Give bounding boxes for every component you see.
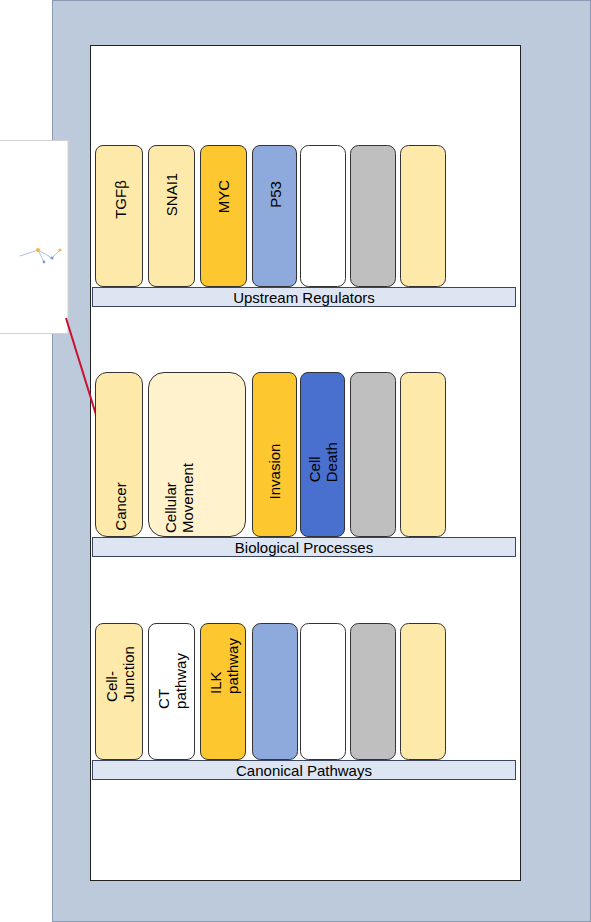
shelf-label: Canonical Pathways	[92, 760, 516, 780]
book-box: Cell Death	[300, 372, 345, 537]
shelf-label-text: Biological Processes	[235, 539, 373, 556]
book-label: Cancer	[112, 482, 129, 530]
book-box: CT pathway	[148, 623, 195, 760]
book-box: Invasion	[252, 372, 297, 537]
shelf-label-text: Canonical Pathways	[236, 762, 372, 779]
book-box: P53	[252, 145, 297, 287]
network-card	[0, 141, 68, 334]
book-box: TGFβ	[95, 145, 143, 287]
book-label: CT pathway	[155, 653, 189, 709]
shelf-label: Biological Processes	[92, 537, 516, 557]
book-label: MYC	[216, 179, 233, 212]
bookcase-frame	[91, 46, 521, 881]
book-box: Cell-Junction	[95, 623, 143, 760]
shelf-label-text: Upstream Regulators	[233, 289, 375, 306]
book-label: ILK pathway	[207, 638, 241, 694]
book-label: SNAI1	[163, 172, 180, 215]
book-label: TGFβ	[112, 180, 129, 219]
book-box: ILK pathway	[200, 623, 246, 760]
book-box: Cellular Movement	[148, 372, 246, 537]
book-box: SNAI1	[148, 145, 195, 287]
book-box: Cancer	[95, 372, 143, 537]
book-label: Invasion	[267, 443, 284, 499]
book-label: P53	[266, 181, 283, 208]
shelf-label: Upstream Regulators	[92, 287, 516, 307]
book-label: Cell Death	[306, 440, 340, 483]
book-label: Cellular Movement	[162, 445, 196, 533]
outer-panel	[53, 1, 591, 922]
book-box: MYC	[200, 145, 247, 287]
book-label: Cell-Junction	[103, 646, 137, 702]
blank-books	[253, 146, 446, 760]
